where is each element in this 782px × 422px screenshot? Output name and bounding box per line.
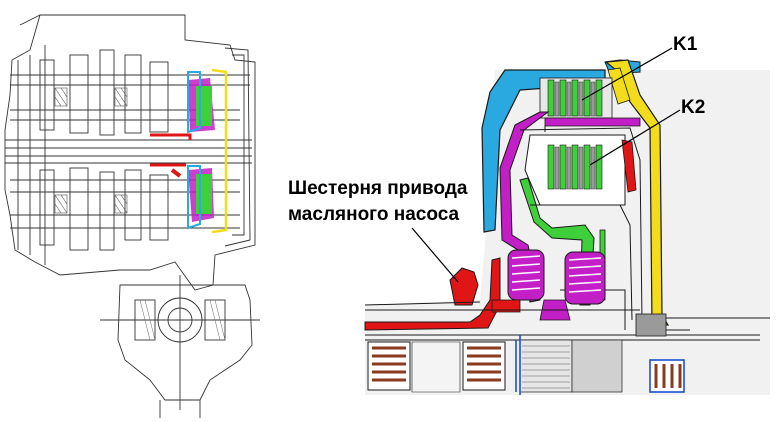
oil-pump-gear-label-line1: Шестерня привода (288, 178, 468, 199)
housing-cyan (481, 69, 606, 233)
k1-clutch-plates (539, 77, 613, 119)
k1-label: K1 (673, 34, 698, 55)
return-springs (507, 249, 606, 321)
needle-bearings (367, 341, 685, 393)
k1-leader-line (581, 47, 673, 101)
oil-channel-red (364, 257, 501, 331)
oil-pump-drive-gear (449, 267, 479, 306)
differential-outline (117, 284, 253, 401)
k2-clutch-plates (524, 134, 626, 206)
pump-leader-line (411, 227, 459, 283)
oil-pump-gear-label-line2: масляного насоса (288, 204, 460, 225)
k2-label: K2 (681, 97, 706, 118)
k2-leader-line (589, 109, 681, 166)
overview-clutch-highlight (150, 68, 228, 234)
